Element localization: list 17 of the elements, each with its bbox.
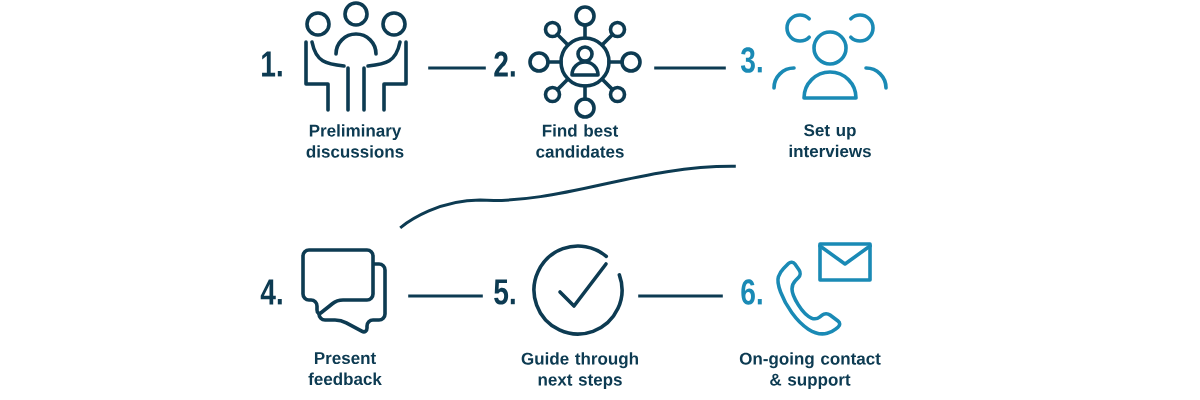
- step-caption: Present feedback: [308, 352, 382, 386]
- step-number: 1.: [262, 51, 282, 77]
- step-caption: Find best candidates: [536, 124, 624, 158]
- step-caption: Preliminary discussions: [306, 124, 404, 158]
- step-caption: Set up interviews: [789, 124, 871, 158]
- connector-line: [428, 66, 486, 70]
- connector-line: [638, 294, 723, 298]
- step-number: 3.: [740, 47, 762, 73]
- step-number: 2.: [494, 51, 515, 77]
- connector-line: [408, 294, 483, 298]
- step-number: 4.: [260, 279, 282, 305]
- step-caption: On-going contact & support: [739, 352, 881, 390]
- step-number: 6.: [741, 279, 762, 305]
- step-number: 5.: [494, 279, 515, 305]
- connector-line: [399, 164, 736, 229]
- connector-line: [654, 66, 726, 70]
- step-caption: Guide through next steps: [521, 352, 638, 390]
